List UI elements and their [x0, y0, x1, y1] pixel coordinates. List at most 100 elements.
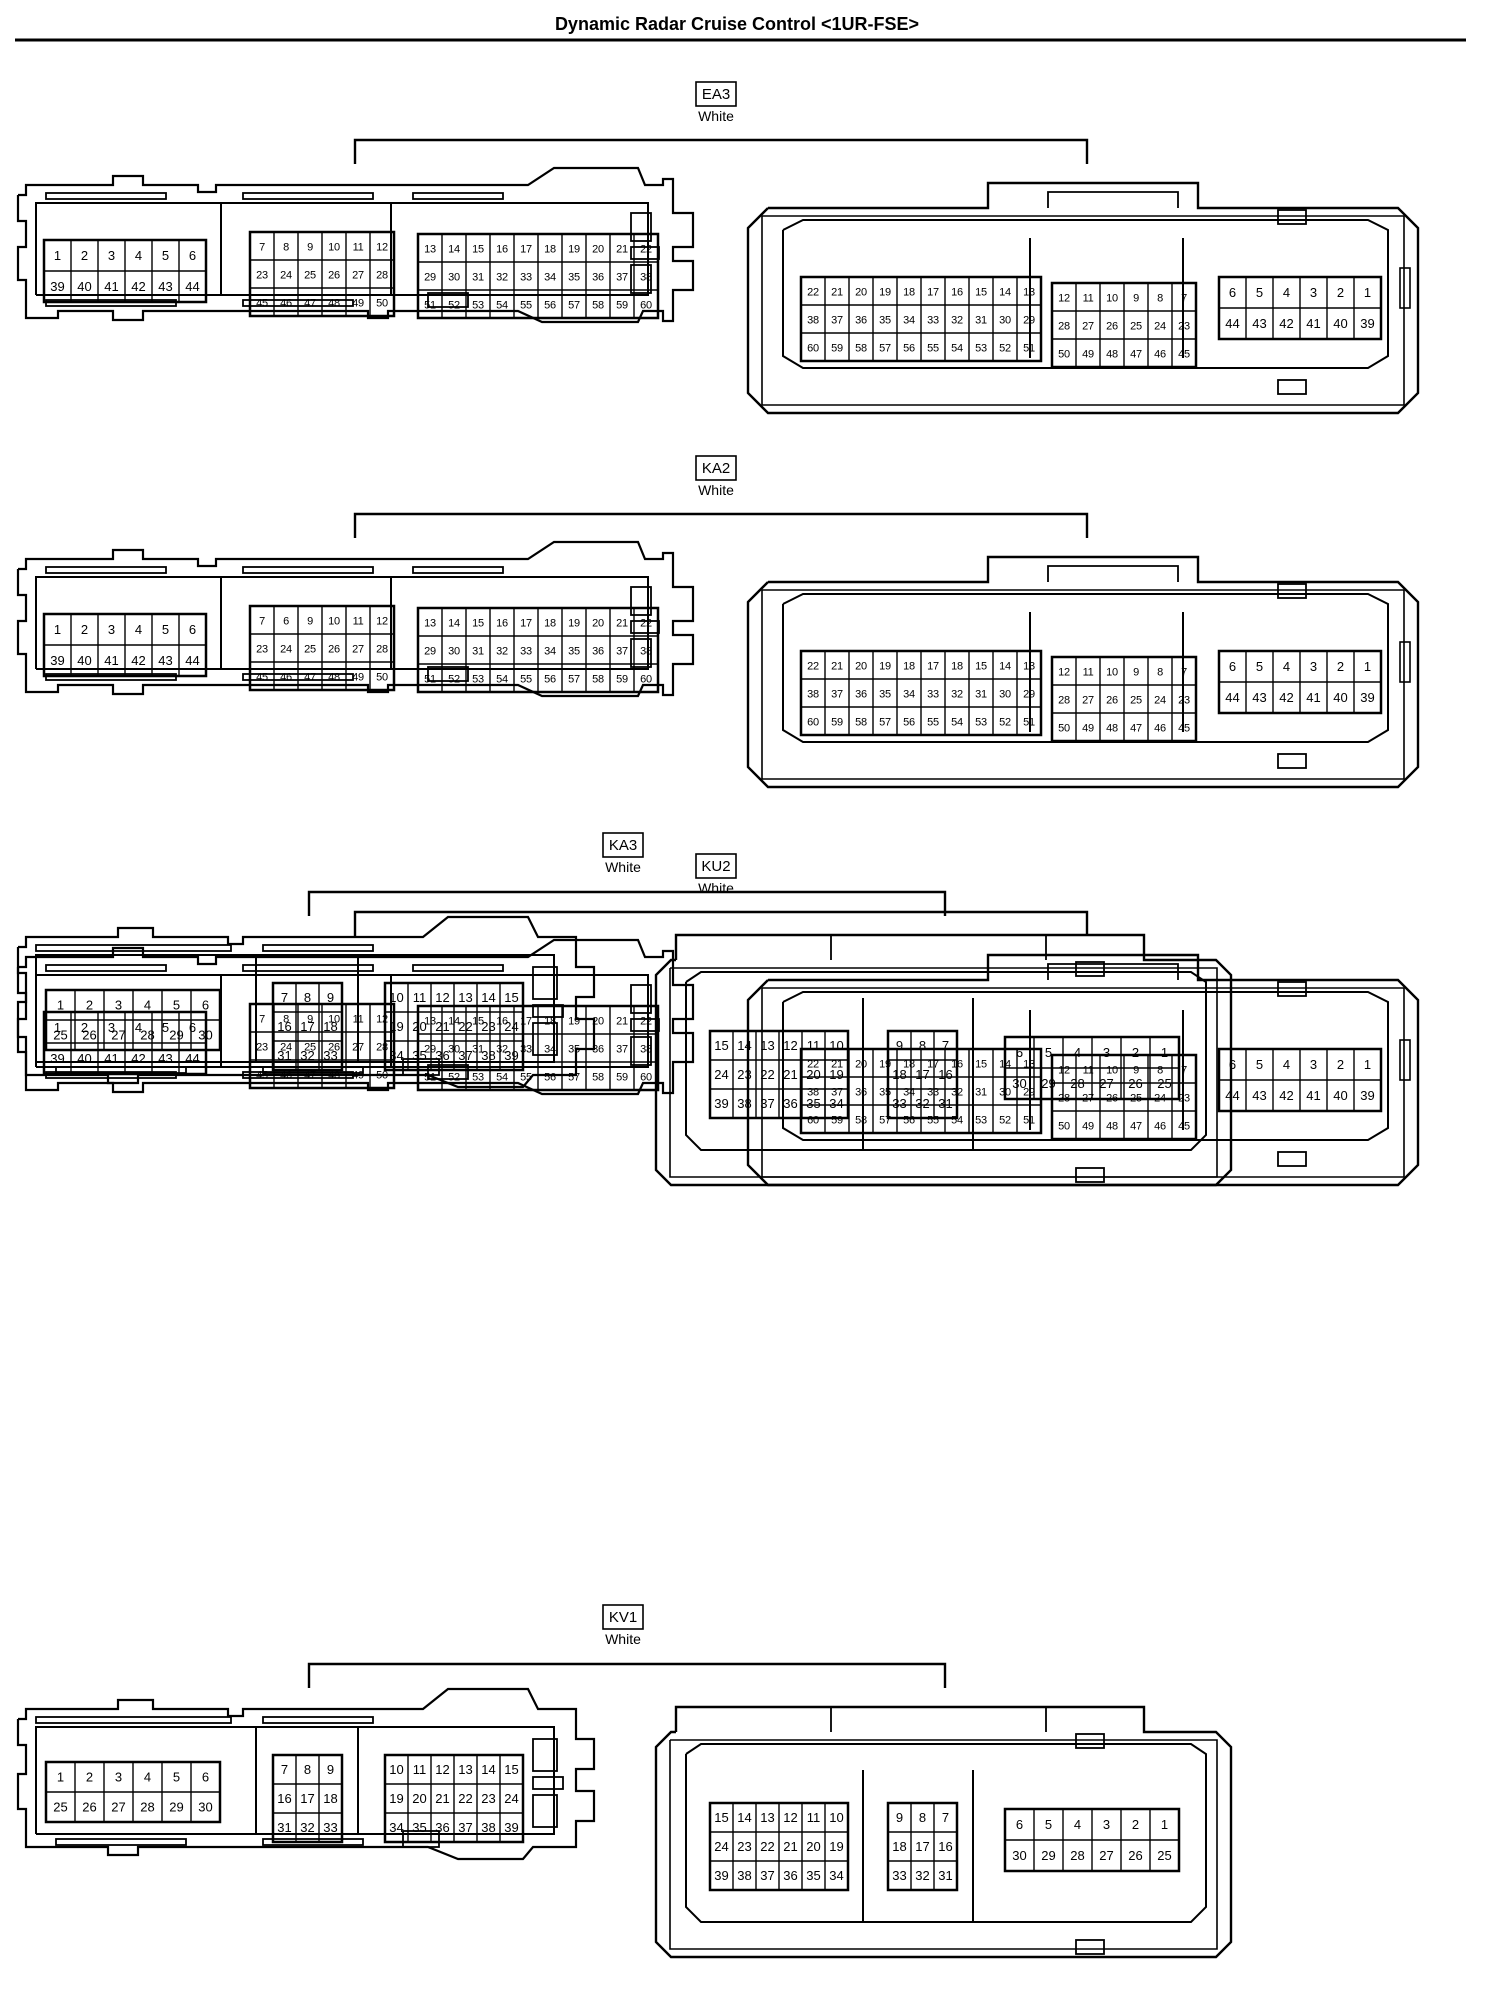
- male-inner-frame: [35, 202, 649, 296]
- pin-number: 12: [1058, 1065, 1070, 1077]
- female-top-latch: [830, 1706, 1047, 1732]
- pin-number: 13: [458, 1762, 472, 1777]
- pin-number: 27: [1099, 1848, 1113, 1863]
- pin-number: 35: [879, 1087, 891, 1099]
- pin-number: 28: [376, 1042, 388, 1054]
- pin-number: 22: [807, 287, 819, 299]
- pin-number: 25: [304, 1042, 316, 1054]
- pin-number: 37: [760, 1868, 774, 1883]
- pin-number: 53: [975, 717, 987, 729]
- pin-number: 38: [640, 1044, 652, 1056]
- pin-number: 59: [616, 300, 628, 312]
- key-slot: [1277, 1151, 1307, 1167]
- pin-number: 39: [504, 1820, 518, 1835]
- female-top-latch: [1047, 963, 1179, 980]
- pin-number: 40: [1333, 1088, 1347, 1103]
- pin-number: 44: [185, 653, 199, 668]
- female-inner-frame: [761, 987, 1405, 1178]
- pin-number: 15: [975, 1059, 987, 1071]
- key-slot: [1277, 209, 1307, 225]
- pin-number: 33: [323, 1048, 337, 1063]
- pin-number: 41: [104, 279, 118, 294]
- latch-slot: [427, 292, 469, 308]
- bracket: [353, 138, 1089, 164]
- pin-number: 37: [458, 1820, 472, 1835]
- bracket: [353, 910, 1089, 936]
- pin-number: 48: [1106, 723, 1118, 735]
- pin-number: 27: [1082, 695, 1094, 707]
- pin-number: 22: [640, 618, 652, 630]
- pin-number: 16: [277, 1019, 291, 1034]
- pin-number: 53: [975, 1115, 987, 1127]
- connector-code-box: [695, 853, 737, 879]
- pin-number: 23: [737, 1839, 751, 1854]
- connector-color: White: [605, 859, 641, 875]
- pin-number: 21: [831, 287, 843, 299]
- pin-number: 34: [903, 315, 915, 327]
- pin-number: 14: [448, 244, 460, 256]
- pin-number: 21: [616, 618, 628, 630]
- pin-number: 49: [1082, 1121, 1094, 1133]
- side-key: [532, 966, 558, 1000]
- pin-number: 20: [855, 1059, 867, 1071]
- pin-number: 15: [504, 1762, 518, 1777]
- pin-number: 24: [714, 1839, 728, 1854]
- pin-number: 4: [1283, 1057, 1290, 1072]
- pin-number: 15: [472, 618, 484, 630]
- pin-number: 45: [1178, 1121, 1190, 1133]
- pin-number: 54: [951, 1115, 963, 1127]
- pin-number: 31: [472, 272, 484, 284]
- pin-number: 8: [919, 1038, 926, 1053]
- pin-number: 52: [999, 343, 1011, 355]
- pin-number: 35: [568, 272, 580, 284]
- pin-number: 32: [915, 1096, 929, 1111]
- pin-number: 2: [86, 998, 93, 1013]
- pin-number: 22: [807, 661, 819, 673]
- pin-number: 40: [1333, 316, 1347, 331]
- key-slot: [1277, 981, 1307, 997]
- pin-number: 11: [353, 1014, 364, 1026]
- pin-number: 13: [760, 1038, 774, 1053]
- pin-number: 20: [412, 1791, 426, 1806]
- pin-number: 57: [879, 717, 891, 729]
- pin-number: 25: [1157, 1848, 1171, 1863]
- pin-number: 20: [806, 1839, 820, 1854]
- bracket: [307, 1662, 947, 1688]
- pin-number: 19: [879, 1059, 891, 1071]
- key-slot: [1277, 753, 1307, 769]
- pin-number: 20: [592, 244, 604, 256]
- pin-number: 16: [938, 1839, 952, 1854]
- pin-number: 46: [1154, 1121, 1166, 1133]
- pin-number: 32: [300, 1048, 314, 1063]
- pin-number: 15: [975, 287, 987, 299]
- pin-number: 22: [640, 1016, 652, 1028]
- pin-number: 58: [855, 717, 867, 729]
- pin-number: 35: [806, 1096, 820, 1111]
- pin-number: 27: [1082, 1093, 1094, 1105]
- pin-number: 56: [903, 717, 915, 729]
- pin-number: 16: [496, 244, 508, 256]
- pin-number: 39: [714, 1096, 728, 1111]
- pin-number: 1: [1364, 659, 1371, 674]
- pin-number: 9: [327, 1762, 334, 1777]
- pin-number: 12: [435, 990, 449, 1005]
- pin-number: 26: [328, 644, 340, 656]
- pin-number: 2: [81, 1020, 88, 1035]
- pin-number: 9: [896, 1810, 903, 1825]
- pin-number: 21: [783, 1067, 797, 1082]
- pin-number: 43: [158, 653, 172, 668]
- connector-code: KV1: [609, 1609, 637, 1626]
- connector-code-box: [695, 455, 737, 481]
- pin-number: 1: [1364, 285, 1371, 300]
- connector-code-box: [695, 81, 737, 107]
- pin-number: 13: [424, 1016, 436, 1028]
- pin-number: 37: [616, 646, 628, 658]
- pin-number: 1: [1161, 1817, 1168, 1832]
- pin-number: 50: [376, 1070, 388, 1082]
- pin-number: 6: [1229, 1057, 1236, 1072]
- latch-slot: [412, 964, 504, 972]
- pin-number: 48: [328, 672, 340, 684]
- pin-number: 39: [50, 653, 64, 668]
- pin-number: 60: [807, 343, 819, 355]
